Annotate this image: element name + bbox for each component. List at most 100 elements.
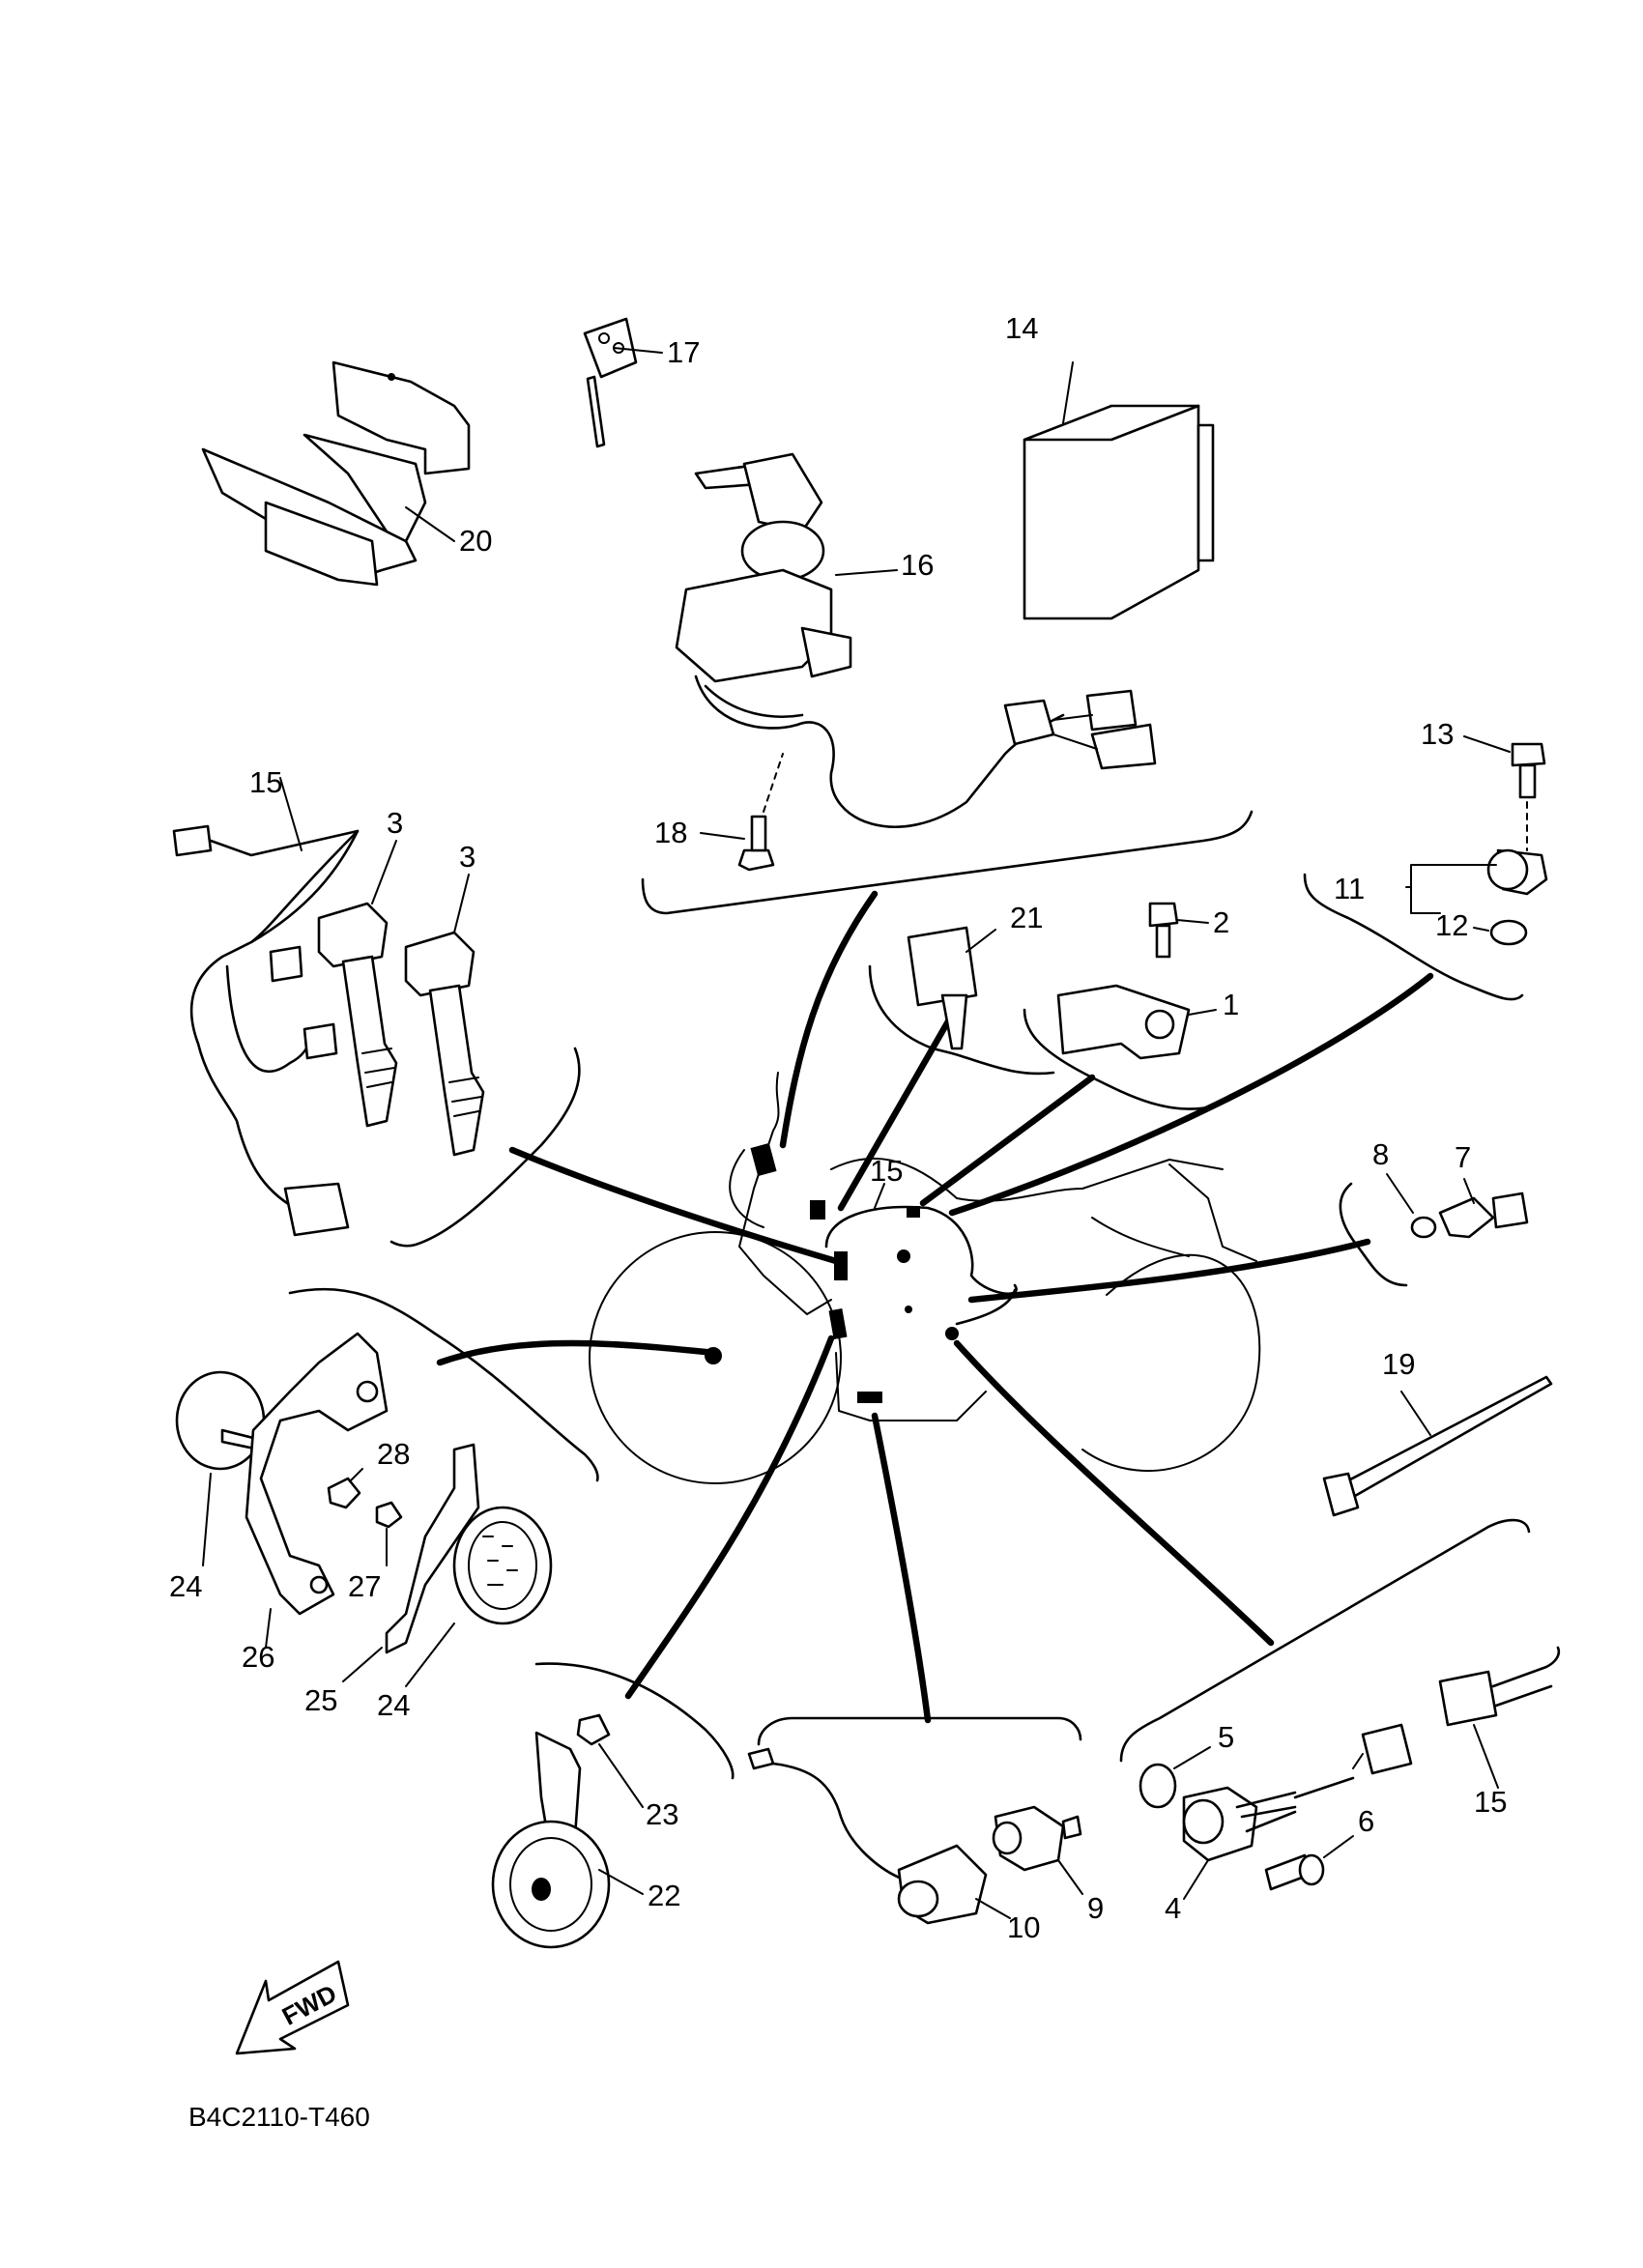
switch-body [675, 568, 833, 683]
part-20-hole [388, 373, 395, 381]
leader-lines [436, 890, 1434, 1724]
part-7-leader [1463, 1178, 1475, 1204]
callout-26: 26 [242, 1640, 274, 1674]
relay-tab [940, 993, 968, 1050]
harness-15c-wires [1491, 1646, 1561, 1708]
washer-8 [1410, 1216, 1437, 1239]
sensor-1-bolt-hole [1144, 1009, 1175, 1040]
leader-11 [948, 972, 1434, 1217]
bracket-group-7 [1339, 1182, 1408, 1287]
callout-18: 18 [654, 816, 687, 849]
bolt-18-shank [750, 815, 767, 852]
coil-1-ribs [361, 1048, 395, 1088]
part-20-bracket [201, 360, 471, 587]
callout-24a: 24 [169, 1569, 202, 1603]
leader-3 [508, 1146, 840, 1265]
part-20-lower-plate [264, 501, 379, 587]
horn-bracket-group [175, 1332, 553, 1687]
bracket-25 [385, 1443, 480, 1654]
bolt-13-head [1511, 742, 1546, 767]
sensor-10-probe-tip [747, 1747, 775, 1770]
nut-28 [327, 1477, 361, 1509]
part-20-top-tab [331, 360, 471, 475]
bracket-group-16 [641, 810, 1254, 915]
switch-lead-wire-2 [704, 684, 804, 718]
switch-coupler-b [1090, 723, 1157, 770]
part-15b-leader [874, 1183, 885, 1209]
group-brackets [288, 810, 1531, 1780]
harness-branch-a [249, 829, 360, 944]
coil-1-body [341, 955, 398, 1128]
callout-labels: 1 2 3 3 4 5 6 7 8 9 10 11 12 13 14 15 15… [169, 311, 1507, 1944]
switch-9-face [992, 1821, 1023, 1855]
part-11-sensor-assembly [1405, 735, 1548, 946]
leader-24 [436, 1339, 719, 1366]
coil-1-cap [317, 902, 389, 968]
nut-23 [576, 1713, 611, 1746]
part-15a-leader [279, 777, 303, 851]
callout-16: 16 [901, 548, 934, 582]
fwd-arrow-icon [235, 1960, 350, 2055]
callout-3a: 3 [387, 806, 403, 840]
sensor-4-coupler [1361, 1723, 1413, 1775]
harness-connector-mid [269, 945, 303, 983]
part-8-leader [1386, 1173, 1414, 1214]
part-17-leader [613, 347, 663, 354]
callout-7: 7 [1455, 1140, 1471, 1174]
mount-point-22 [828, 1308, 848, 1339]
part-3b-leader [453, 874, 470, 933]
callout-10: 10 [1007, 1910, 1040, 1944]
ecu-body [1023, 404, 1200, 620]
temp-sensor-body [1438, 1196, 1495, 1239]
callout-23: 23 [646, 1797, 678, 1831]
callout-5: 5 [1218, 1720, 1234, 1754]
part-21-leader [966, 929, 996, 953]
part-4-leader [1183, 1859, 1209, 1900]
harness-connector-low [303, 1022, 338, 1060]
switch-key-head [742, 452, 823, 533]
part-18-bolt [700, 753, 784, 872]
part-16-leader [835, 569, 898, 576]
bracket-group-3 [389, 1047, 581, 1248]
part-23-leader [598, 1743, 644, 1808]
sensor-4-lead [1293, 1776, 1355, 1799]
coil-2-cap [404, 931, 476, 997]
sensor-11-face [1486, 848, 1529, 891]
bracket-group-24 [288, 1287, 599, 1482]
part-18-axis [763, 753, 784, 813]
mount-point-16 [750, 1142, 777, 1177]
temp-sensor-coupler [1491, 1191, 1529, 1229]
tail-outline [1168, 1163, 1257, 1262]
key-blade [586, 375, 606, 448]
part-28-leader [349, 1468, 363, 1482]
part-17-key [583, 317, 663, 448]
part-11-leader [1405, 864, 1497, 914]
part-6-leader [1323, 1835, 1354, 1858]
engine-outline [835, 1352, 987, 1421]
callout-8: 8 [1372, 1137, 1389, 1171]
part-20-leader [405, 506, 455, 542]
part-5-leader [1173, 1746, 1211, 1769]
part-18-leader [700, 832, 745, 840]
callout-11: 11 [1334, 872, 1365, 905]
part-2-leader [1176, 919, 1209, 924]
part-15-harness-and-3-coils [172, 777, 485, 1237]
part-26-leader [265, 1608, 272, 1649]
bracket-26-hole [356, 1380, 379, 1403]
callout-2: 2 [1213, 905, 1229, 939]
callout-15c: 15 [1474, 1785, 1507, 1819]
key-hole-a [598, 332, 610, 344]
callout-6: 6 [1358, 1804, 1374, 1838]
bracket-group-11 [1303, 873, 1524, 1001]
relay-body [907, 926, 978, 1007]
mount-point-11 [897, 1249, 910, 1263]
key-head [583, 317, 638, 379]
callout-21: 21 [1010, 901, 1043, 934]
part-10-sensor-and-9-switch [747, 1747, 1083, 1925]
switch-lead-wire [694, 675, 1065, 828]
callout-20: 20 [459, 524, 492, 558]
callout-9: 9 [1087, 1891, 1104, 1925]
harness-connector-end [283, 1182, 350, 1237]
leader-10 [871, 1412, 932, 1724]
